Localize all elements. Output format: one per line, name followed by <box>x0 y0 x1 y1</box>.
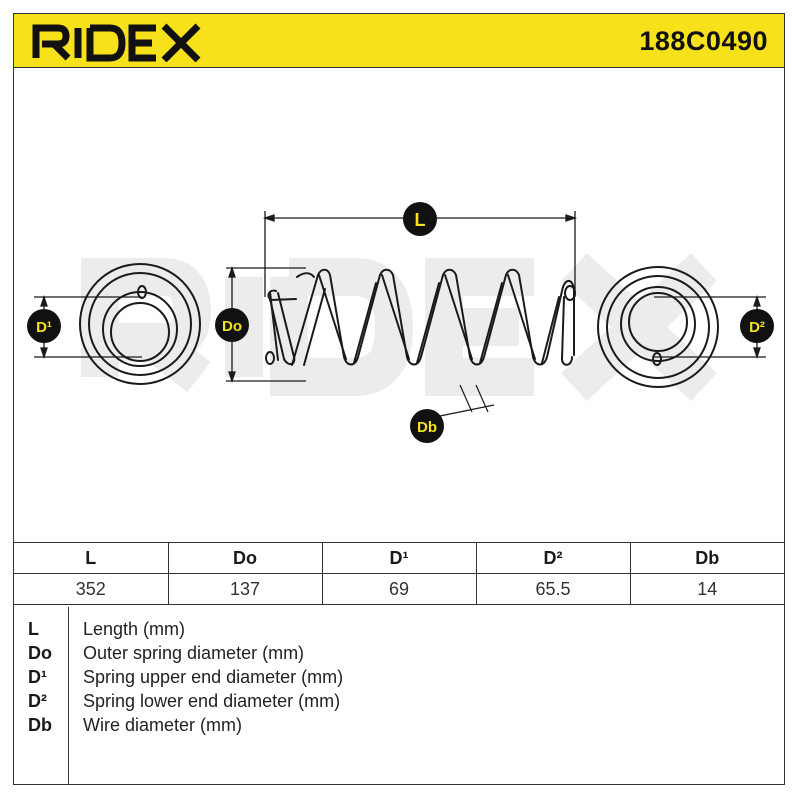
legend-code: Db <box>28 715 52 735</box>
svg-text:Do: Do <box>222 318 242 335</box>
legend-code: L <box>28 619 39 639</box>
upper-end-view <box>79 263 201 385</box>
spec-value-do: 137 <box>167 573 323 605</box>
badge-do: Do <box>215 308 249 342</box>
legend-row-do: Do Outer spring diameter (mm) <box>14 643 784 667</box>
legend: L Length (mm) Do Outer spring diameter (… <box>14 607 784 785</box>
legend-description: Outer spring diameter (mm) <box>83 643 305 663</box>
ridex-logo <box>32 20 212 67</box>
legend-description: Length (mm) <box>83 619 186 639</box>
header-bar: 188C0490 <box>14 14 784 68</box>
svg-text:L: L <box>415 210 426 230</box>
badge-d1: D¹ <box>27 309 61 343</box>
svg-text:D¹: D¹ <box>36 319 52 336</box>
db-dimension <box>439 384 495 417</box>
spring-drawing: L Do D¹ D² Db <box>14 67 784 543</box>
legend-row-d2: D² Spring lower end diameter (mm) <box>14 691 784 715</box>
spec-header-do: Do <box>167 542 323 574</box>
legend-description: Spring upper end diameter (mm) <box>83 667 344 687</box>
legend-code: D² <box>28 691 47 711</box>
spring-coil <box>265 268 576 366</box>
spec-header-d1: D¹ <box>321 542 477 574</box>
svg-text:Db: Db <box>417 419 437 436</box>
legend-row-l: L Length (mm) <box>14 619 784 643</box>
d1-dimension <box>34 294 142 360</box>
spec-header-l: L <box>14 542 169 574</box>
spec-header-db: Db <box>629 542 784 574</box>
legend-row-db: Db Wire diameter (mm) <box>14 715 784 739</box>
legend-divider <box>68 607 69 785</box>
spec-value-d1: 69 <box>321 573 477 605</box>
svg-text:D²: D² <box>749 319 765 336</box>
lower-end-view <box>597 266 719 388</box>
legend-row-d1: D¹ Spring upper end diameter (mm) <box>14 667 784 691</box>
legend-code: D¹ <box>28 667 47 687</box>
spec-value-l: 352 <box>14 573 169 605</box>
legend-description: Spring lower end diameter (mm) <box>83 691 341 711</box>
spec-table: L Do D¹ D² Db 352 137 69 65.5 14 <box>14 542 784 605</box>
spec-value-d2: 65.5 <box>475 573 631 605</box>
part-number: 188C0490 <box>639 26 768 56</box>
spec-value-db: 14 <box>629 573 784 605</box>
spec-value-row: 352 137 69 65.5 14 <box>14 573 784 605</box>
badge-db: Db <box>410 409 444 443</box>
legend-description: Wire diameter (mm) <box>83 715 243 735</box>
legend-code: Do <box>28 643 52 663</box>
spec-header-row: L Do D¹ D² Db <box>14 542 784 574</box>
badge-d2: D² <box>740 309 774 343</box>
spec-header-d2: D² <box>475 542 631 574</box>
outer-frame <box>13 13 785 785</box>
badge-l: L <box>403 202 437 236</box>
